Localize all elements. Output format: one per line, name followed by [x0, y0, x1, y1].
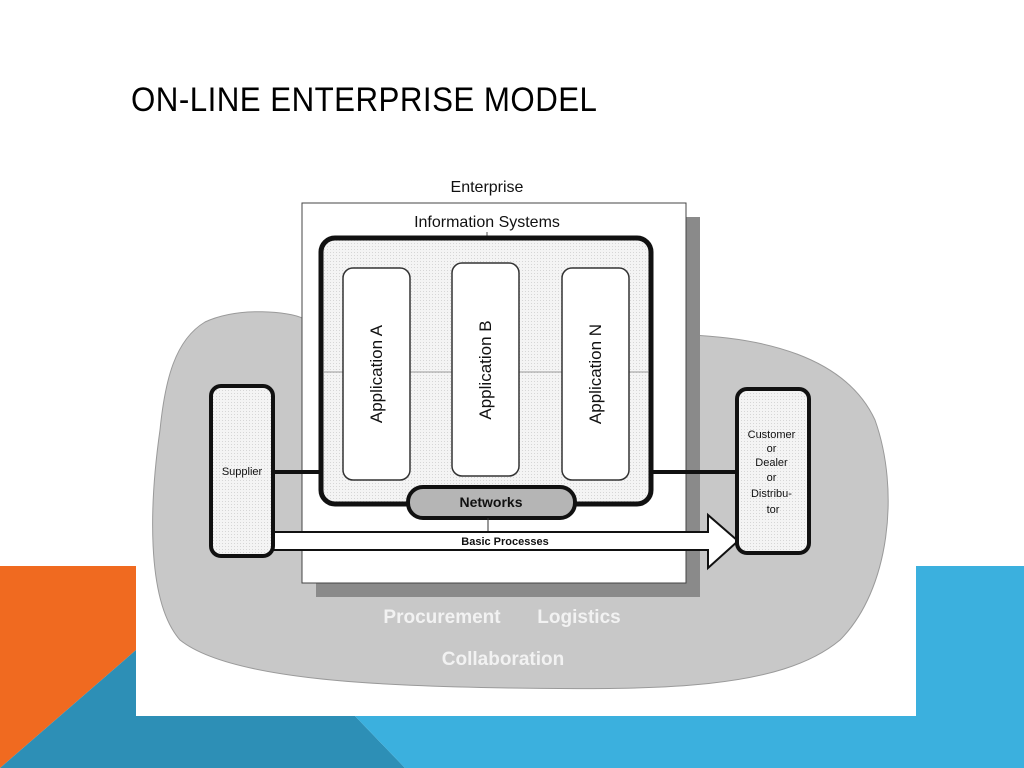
page-title: ON-LINE ENTERPRISE MODEL: [131, 80, 598, 119]
application-b-box: Application B: [451, 262, 520, 477]
enterprise-label: Enterprise: [451, 179, 524, 196]
customer-label: Customer or Dealer or Distribu- tor: [748, 429, 799, 516]
application-b-label: Application B: [476, 320, 495, 419]
logistics-label: Logistics: [537, 607, 620, 628]
information-systems-label: Information Systems: [414, 214, 560, 231]
application-n-label: Application N: [586, 324, 605, 424]
customer-label-line-3: Dealer: [755, 457, 788, 469]
collaboration-label: Collaboration: [442, 649, 564, 670]
networks-label: Networks: [459, 494, 522, 510]
dark-blue-corner-shape: [0, 650, 405, 768]
basic-processes-label: Basic Processes: [461, 536, 548, 548]
customer-label-line-1: Customer: [748, 429, 796, 441]
networks-pill: [406, 485, 577, 520]
customer-label-line-6: tor: [767, 504, 780, 516]
basic-processes-arrow: [271, 512, 740, 571]
customer-box: [735, 387, 811, 555]
orange-corner-shape: [0, 566, 136, 768]
customer-label-line-2: or: [767, 443, 777, 455]
supplier-box: [209, 384, 275, 558]
supplier-label: Supplier: [222, 466, 263, 478]
customer-label-line-4: or: [767, 472, 777, 484]
light-blue-band-shape: [355, 566, 1024, 768]
application-a-box: Application A: [342, 267, 411, 481]
procurement-label: Procurement: [383, 607, 501, 628]
application-n-box: Application N: [561, 267, 630, 481]
application-a-label: Application A: [367, 324, 386, 423]
customer-label-line-5: Distribu-: [751, 488, 792, 500]
